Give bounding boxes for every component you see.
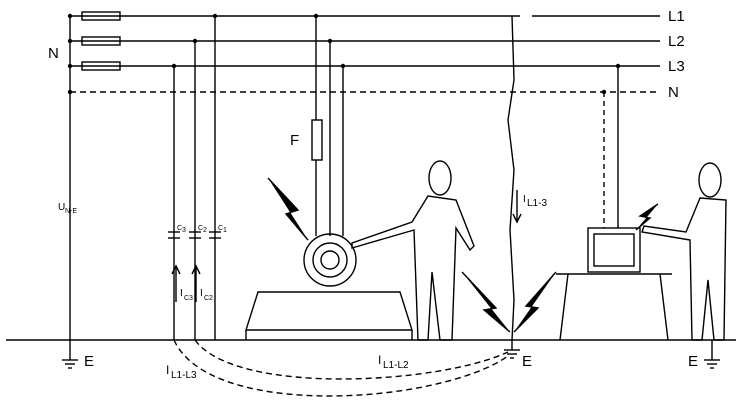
label-ic2-sub: C2 (204, 295, 213, 302)
motor-base (245, 291, 413, 331)
junction-motor-l1 (313, 13, 319, 19)
label-c1: C (218, 225, 223, 232)
junction-c2 (192, 38, 198, 44)
junction-l3 (67, 63, 73, 69)
junction-l1 (67, 13, 73, 19)
junction-l2 (67, 38, 73, 44)
fuse-l1 (81, 11, 121, 21)
label-c1-sub: 1 (223, 227, 227, 234)
return-path-outer (173, 339, 509, 397)
label-il1l3-sub: L1-L3 (171, 370, 197, 381)
motor-middle (312, 242, 348, 278)
person-left-head (428, 160, 452, 196)
label-c3-sub: 3 (182, 227, 186, 234)
computer-screen (593, 233, 635, 267)
label-l1: L1 (668, 8, 685, 25)
fuse-f (311, 119, 323, 161)
label-c3: C (177, 225, 182, 232)
label-earth-mid: E (522, 353, 532, 370)
person-left-body (351, 195, 475, 341)
label-il1l3-main: I (166, 363, 169, 377)
label-n-left: N (48, 45, 59, 62)
junction-computer-l3 (615, 63, 621, 69)
label-voltage-main: U (58, 202, 65, 213)
label-ic3-sub: C3 (184, 295, 193, 302)
motor-inner (320, 250, 340, 270)
lightning-earth-right (513, 271, 557, 333)
label-il13-sub: L1-3 (527, 198, 547, 209)
label-c2-sub: 2 (203, 227, 207, 234)
fuse-l3 (81, 61, 121, 71)
label-earth-right: E (688, 353, 698, 370)
lightning-motor (267, 177, 309, 241)
label-ic2-main: I (200, 288, 203, 299)
fault-wire (507, 15, 515, 341)
junction-n (67, 89, 73, 95)
lightning-earth-left (461, 271, 511, 333)
label-c2: C (198, 225, 203, 232)
junction-computer-n (601, 89, 607, 95)
label-ic3-main: I (180, 288, 183, 299)
arrow-ic2-head (191, 264, 201, 275)
person-right-body (641, 197, 727, 341)
label-l2: L2 (668, 33, 685, 50)
label-il1l2-main: I (378, 353, 381, 367)
junction-motor-l2 (327, 38, 333, 44)
fuse-l2 (81, 36, 121, 46)
junction-c3 (171, 63, 177, 69)
lightning-computer (635, 203, 659, 231)
label-earth-left: E (84, 353, 94, 370)
table-leg-right (659, 273, 669, 341)
person-right-head (698, 162, 722, 198)
label-n: N (668, 84, 679, 101)
computer-monitor (587, 227, 641, 273)
arrow-ic3-head (171, 264, 181, 275)
label-voltage-sub: N-E (65, 208, 77, 215)
label-il13-main: I (523, 194, 526, 205)
junction-motor-l3 (340, 63, 346, 69)
table-leg-left (559, 273, 569, 341)
label-fuse-f: F (290, 132, 299, 149)
junction-c1 (212, 13, 218, 19)
return-path-inner (194, 339, 509, 380)
label-l3: L3 (668, 58, 685, 75)
label-il1l2-sub: L1-L2 (383, 360, 409, 371)
motor-outer (303, 233, 357, 287)
arrow-il13-head (512, 213, 522, 224)
